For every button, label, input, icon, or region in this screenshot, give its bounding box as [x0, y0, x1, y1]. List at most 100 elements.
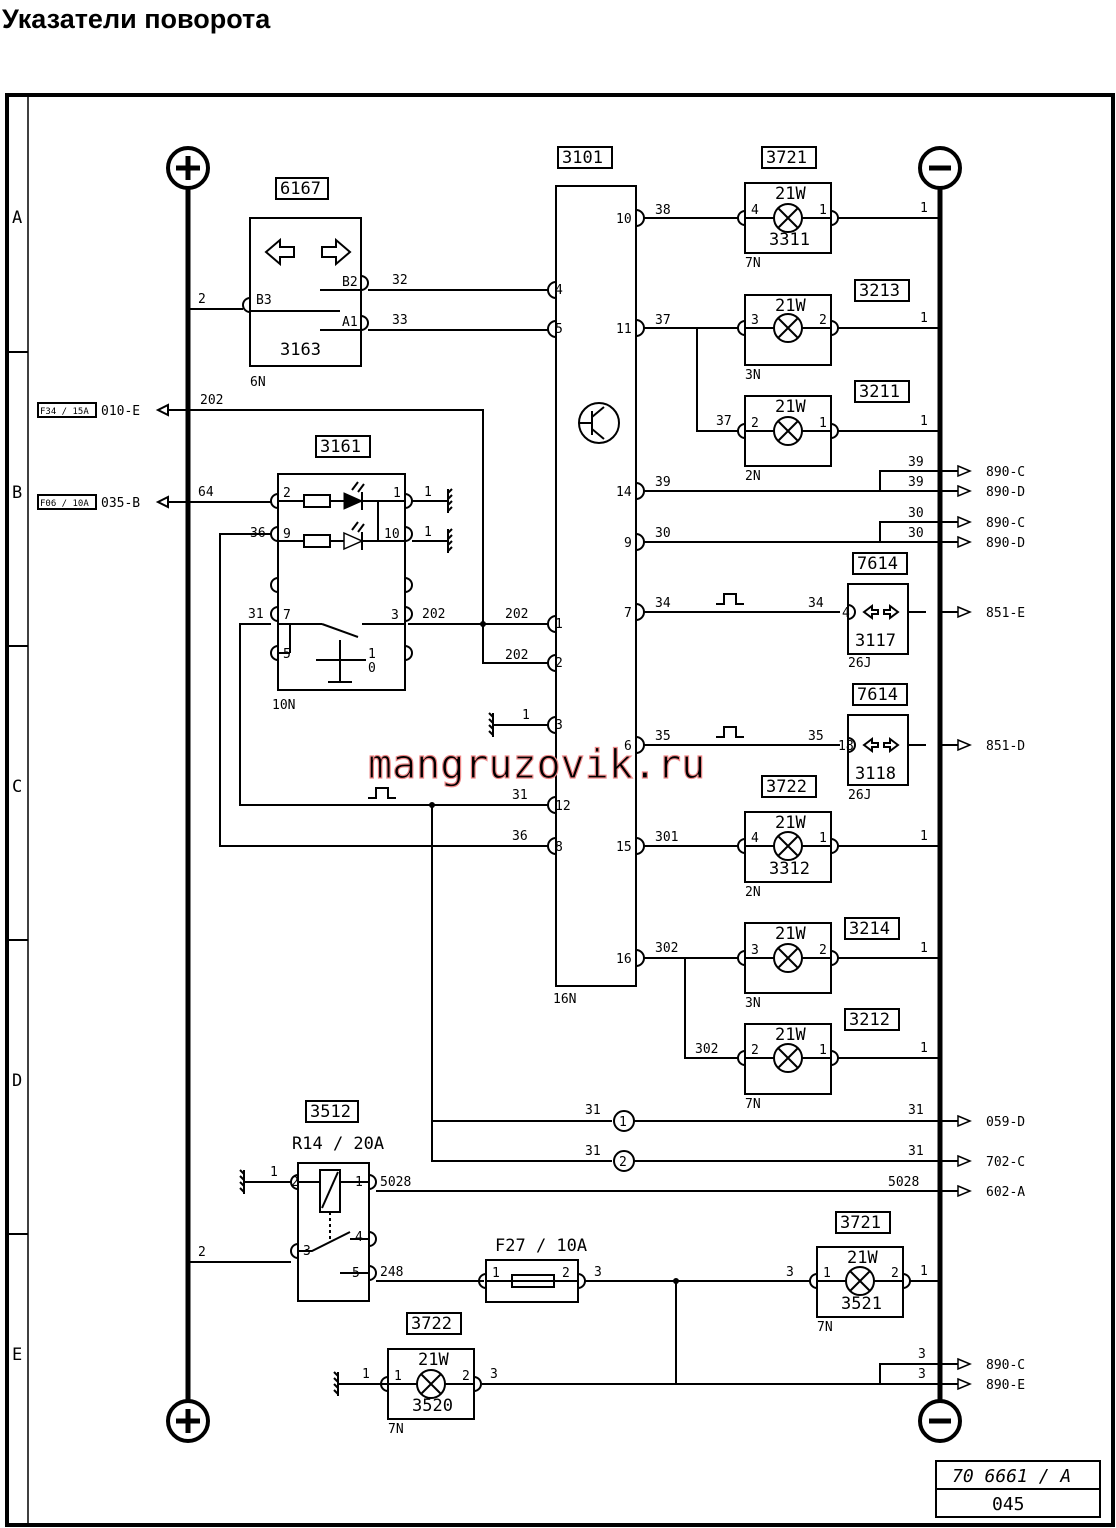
- wire-label: 1: [920, 414, 928, 429]
- component-ref: 3722: [766, 777, 807, 797]
- lamp-wattage: 21W: [418, 1350, 449, 1370]
- led-icon: [343, 481, 365, 510]
- component-sub: 3521: [841, 1294, 882, 1314]
- component-sub: 3163: [280, 340, 321, 360]
- wire-label: 1: [920, 201, 928, 216]
- hazard-switch-3161: [277, 473, 406, 691]
- pin-label: 1: [393, 486, 401, 501]
- wire-label: 34: [655, 596, 671, 611]
- led-icon: [343, 521, 365, 551]
- pin-label: 14: [616, 485, 632, 500]
- pin-label: 12: [555, 799, 571, 814]
- pin-label: 2: [462, 1369, 470, 1384]
- pin-label: 7: [283, 608, 291, 623]
- connector-note: 3N: [745, 368, 761, 383]
- resistor-icon: [303, 534, 331, 548]
- lamp-wattage: 21W: [775, 813, 806, 833]
- drawing-code: 70 6661 / A: [952, 1466, 1071, 1487]
- wire-label: 1: [920, 1264, 928, 1279]
- destination-label: 890-E: [986, 1378, 1025, 1393]
- pulse-icon: [716, 726, 744, 738]
- lamp-wattage: 21W: [775, 296, 806, 316]
- component-sub: 3311: [769, 230, 810, 250]
- wire-label: 36: [250, 526, 266, 541]
- connector-note: 7N: [745, 256, 761, 271]
- pin-label: 2: [291, 1175, 299, 1190]
- wire-label: 5028: [380, 1175, 411, 1190]
- destination-label: 702-C: [986, 1155, 1025, 1170]
- wire-label: 3: [918, 1347, 926, 1362]
- destination-arrow: 890-C: [940, 1357, 1025, 1373]
- wire-label: 1: [424, 525, 432, 540]
- wire-label: 2: [198, 1245, 206, 1260]
- wire-label: 5028: [888, 1175, 919, 1190]
- wire-label: 31: [585, 1103, 601, 1118]
- pin-label: 1: [492, 1266, 500, 1281]
- pin-label: 5: [555, 322, 563, 337]
- pin-label: 11: [616, 322, 632, 337]
- wire-label: 35: [808, 729, 824, 744]
- wire-label: 1: [424, 485, 432, 500]
- wire-label: 32: [392, 273, 408, 288]
- ground-icon: [447, 528, 453, 553]
- connector-note: 2N: [745, 469, 761, 484]
- fuse-tag: F06 / 10A: [40, 499, 89, 509]
- connector-note: 6N: [250, 375, 266, 390]
- destination-arrow: 890-D: [940, 484, 1025, 500]
- pin-label: 4: [751, 203, 759, 218]
- component-sub: 3312: [769, 859, 810, 879]
- component-ref: 7614: [857, 554, 898, 574]
- destination-arrow: 851-D: [940, 738, 1025, 754]
- pin-label: 3: [391, 608, 399, 623]
- wire-label: 31: [585, 1144, 601, 1159]
- relay-rating: R14 / 20A: [292, 1134, 384, 1154]
- pin-label: 1: [823, 1266, 831, 1281]
- turn-arrows-icon: [862, 737, 900, 753]
- destination-arrow: 890-D: [940, 535, 1025, 551]
- hazard-arrows-icon: [264, 237, 352, 267]
- component-ref: 3213: [859, 281, 900, 301]
- pin-label: 1: [819, 203, 827, 218]
- pin-label: 18: [838, 739, 854, 754]
- connector-note: 10N: [272, 698, 295, 713]
- pin-label: 4: [355, 1230, 363, 1245]
- fuse-tag: F34 / 15A: [40, 407, 89, 417]
- wire-label: 2: [198, 292, 206, 307]
- bulb-icon: [773, 416, 803, 446]
- wire-label: 1: [362, 1367, 370, 1382]
- component-sub: 3520: [412, 1396, 453, 1416]
- wire-label: 202: [200, 393, 223, 408]
- connector-note: 7N: [745, 1097, 761, 1112]
- wire-label: 31: [908, 1144, 924, 1159]
- component-sub: 3118: [855, 764, 896, 784]
- wire-label: 1: [920, 941, 928, 956]
- wire-label: 202: [422, 607, 445, 622]
- wire-label: 1: [920, 829, 928, 844]
- pin-label: 15: [616, 840, 632, 855]
- destination-label: 890-C: [986, 465, 1025, 480]
- destination-label: 890-D: [986, 536, 1025, 551]
- pin-label: 1: [819, 1043, 827, 1058]
- pin-label: 3: [751, 943, 759, 958]
- pin-label: 2: [555, 656, 563, 671]
- fuse-label: F27 / 10A: [495, 1236, 587, 1256]
- ground-icon: [447, 488, 453, 513]
- bulb-icon: [845, 1266, 875, 1296]
- destination-label: 059-D: [986, 1115, 1025, 1130]
- switch-position: 0: [368, 661, 376, 676]
- diagram-frame: [5, 93, 1115, 1527]
- splice-label: 1: [619, 1115, 627, 1130]
- component-ref: 3211: [859, 382, 900, 402]
- ground-icon: [239, 1169, 245, 1194]
- switch-icon: [316, 640, 366, 683]
- pin-label: 4: [751, 831, 759, 846]
- component-ref: 3721: [840, 1213, 881, 1233]
- wire-label: 3: [918, 1367, 926, 1382]
- connector-note: 7N: [817, 1320, 833, 1335]
- destination-label: 890-C: [986, 1358, 1025, 1373]
